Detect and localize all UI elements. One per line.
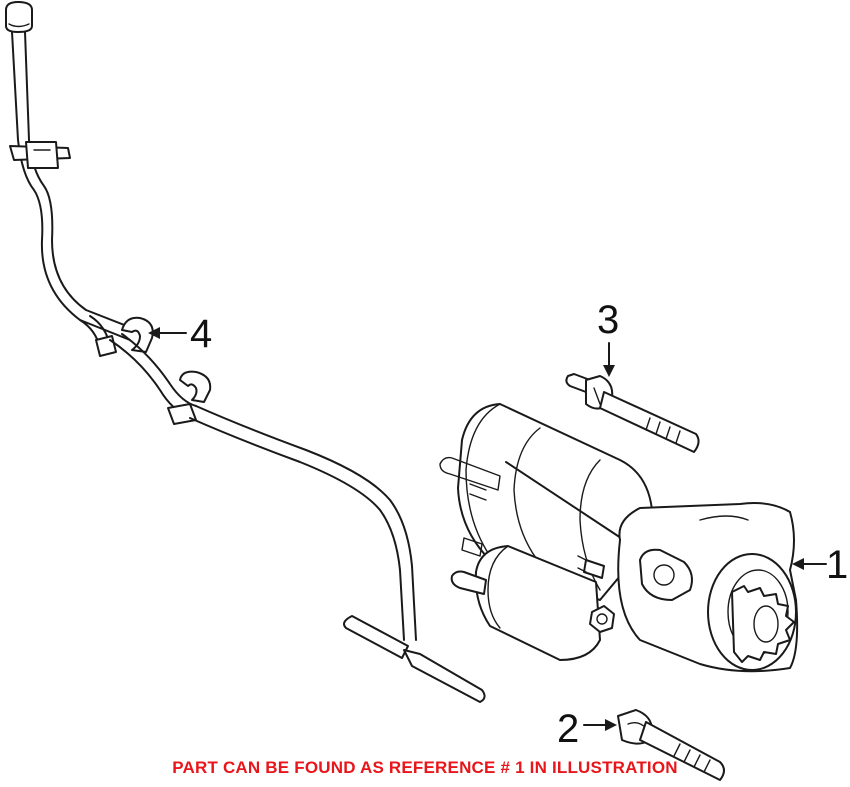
starter-motor <box>439 403 799 673</box>
harness-clip-lower <box>167 370 212 425</box>
reference-caption: PART CAN BE FOUND AS REFERENCE # 1 IN IL… <box>172 758 678 777</box>
upper-bolt <box>565 373 700 453</box>
harness-terminal-lower <box>403 649 486 703</box>
callout-1-label: 1 <box>826 543 848 587</box>
lower-bolt <box>617 709 725 781</box>
callout-4: 4 <box>148 312 212 356</box>
wiring-harness <box>5 1 486 703</box>
harness-connector-cap <box>5 1 33 33</box>
callout-2-label: 2 <box>557 707 579 751</box>
callout-4-label: 4 <box>190 312 212 356</box>
harness-upper-clip <box>9 141 71 169</box>
callout-3-label: 3 <box>597 298 619 342</box>
callout-1: 1 <box>792 543 848 587</box>
callout-2: 2 <box>557 707 617 751</box>
callout-3: 3 <box>597 298 619 377</box>
harness-terminal-upper <box>343 615 409 659</box>
